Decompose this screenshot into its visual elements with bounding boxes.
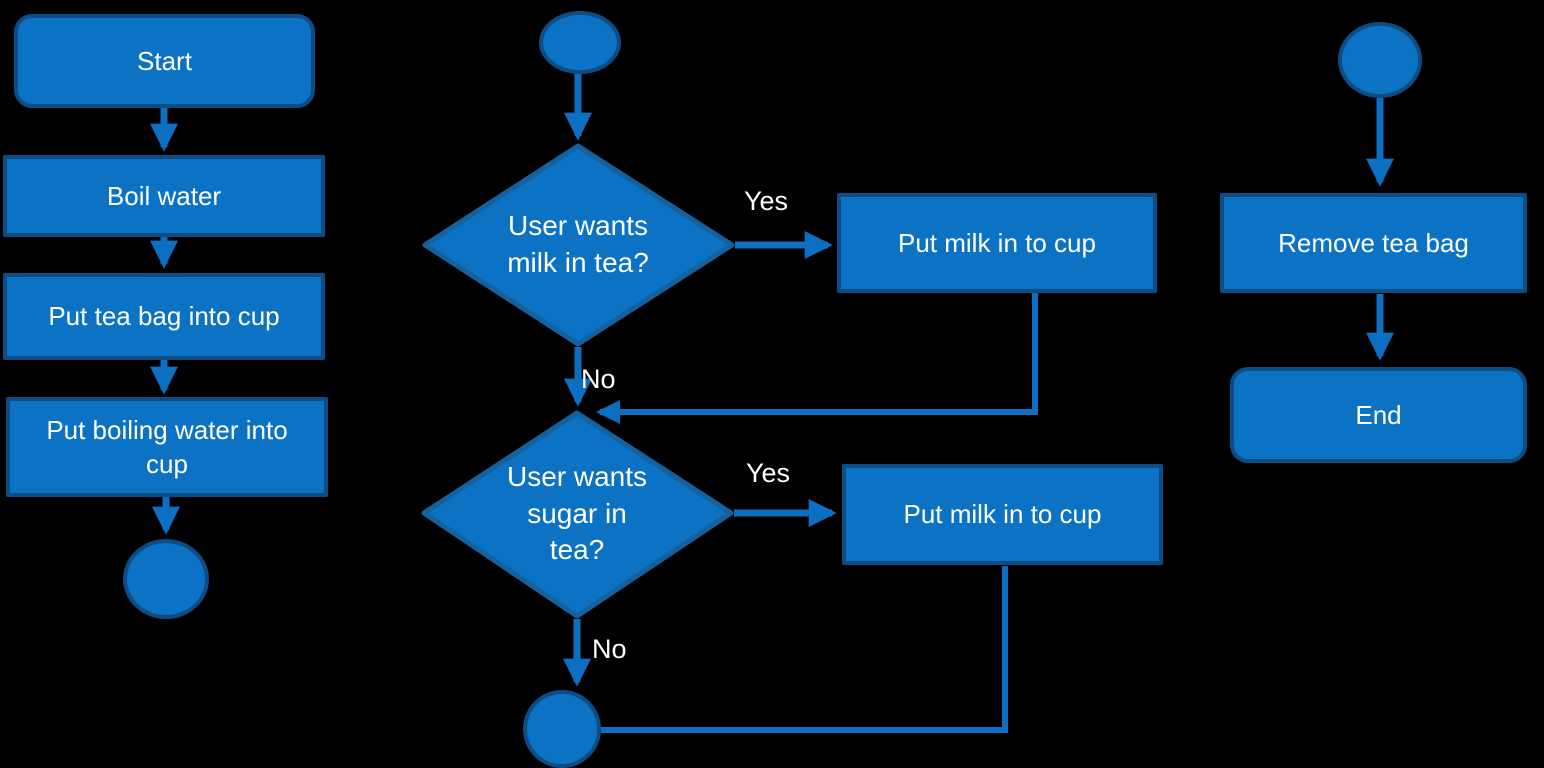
put-tea-bag-node: Put tea bag into cup — [3, 273, 325, 360]
put-milk-1-node: Put milk in to cup — [837, 193, 1157, 293]
milk-decision-diamond — [422, 143, 735, 347]
end-node: End — [1230, 367, 1527, 463]
milk-yes-label: Yes — [744, 186, 789, 216]
right-start-circle — [1338, 22, 1422, 98]
sugar-no-label: No — [592, 634, 627, 664]
remove-tea-bag-label: Remove tea bag — [1278, 227, 1469, 258]
sugar-decision-label: User wants sugar in tea? — [506, 460, 648, 566]
milk-no-label: No — [581, 364, 616, 394]
put-milk-2-label: Put milk in to cup — [903, 499, 1102, 530]
boil-water-label: Boil water — [106, 180, 222, 211]
put-milk-2-node: Put milk in to cup — [842, 464, 1163, 565]
start-node: Start — [14, 14, 315, 108]
start-label: Start — [137, 45, 192, 76]
sugar-decision-diamond — [421, 410, 734, 619]
sugar-yes-label: Yes — [746, 458, 791, 488]
remove-tea-bag-node: Remove tea bag — [1220, 193, 1527, 293]
put-boiling-water-node: Put boiling water into cup — [6, 397, 328, 497]
mid-start-circle — [539, 11, 621, 74]
put-boiling-water-label: Put boiling water into cup — [46, 414, 288, 479]
edge-milk1-to-sugar-decision — [596, 293, 1038, 424]
end-label: End — [1355, 399, 1402, 430]
milk-decision-label: User wants milk in tea? — [507, 210, 649, 278]
milk-decision-node: User wants milk in tea? — [478, 157, 678, 333]
sugar-decision-node: User wants sugar in tea? — [477, 425, 677, 603]
bottom-terminator-circle — [523, 690, 601, 768]
put-tea-bag-label: Put tea bag into cup — [48, 301, 280, 332]
edge-milk2-to-bottom-circle — [601, 566, 1008, 733]
left-terminator-circle — [123, 539, 209, 619]
boil-water-node: Boil water — [3, 155, 325, 237]
put-milk-1-label: Put milk in to cup — [898, 227, 1096, 258]
